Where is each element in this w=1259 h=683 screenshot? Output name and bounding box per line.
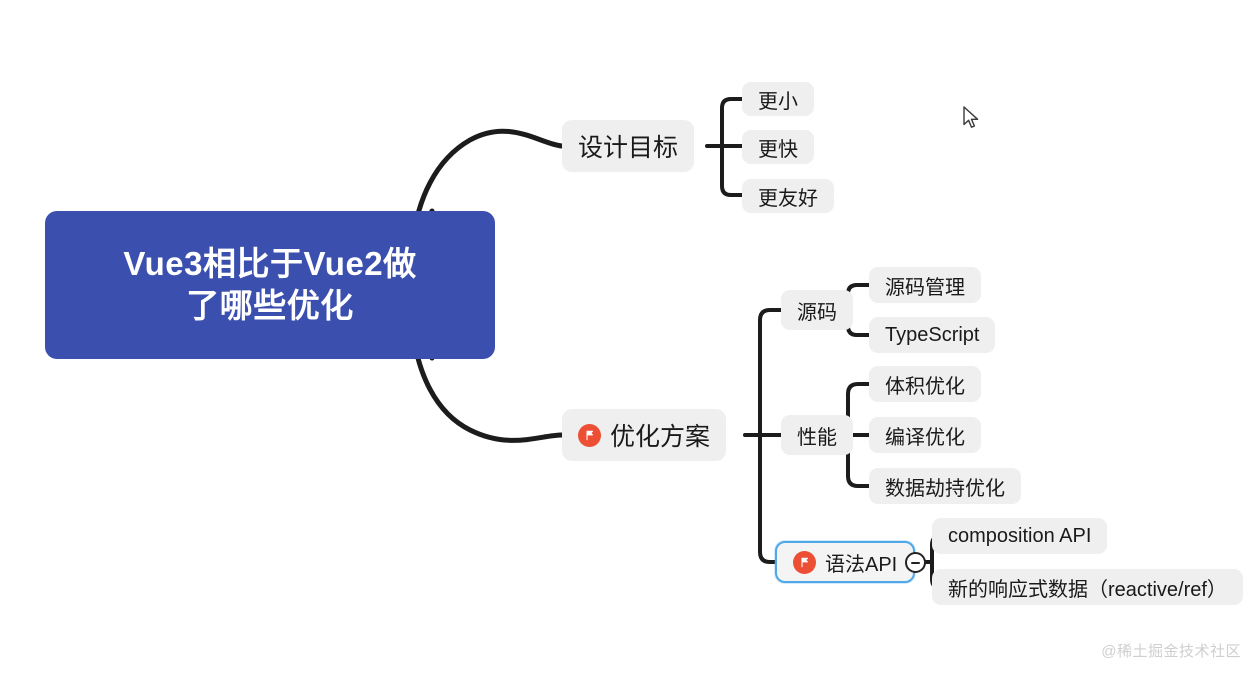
leaf-node-source-management-label: 源码管理 [885, 276, 965, 299]
leaf-node-compile-optimization-label: 编译优化 [885, 426, 965, 449]
flag-icon [793, 550, 816, 574]
watermark: @稀土掘金技术社区 [1101, 643, 1241, 660]
leaf-node-smaller[interactable]: 更小 [742, 82, 814, 116]
sub-node-syntax-api-label: 语法API [825, 553, 898, 576]
branch-node-design-goal-inner: 设计目标 [562, 128, 694, 164]
leaf-node-new-reactive-data-label: 新的响应式数据（reactive/ref） [948, 578, 1227, 601]
sub-node-source-code[interactable]: 源码 [781, 290, 853, 330]
branch-node-optimization-plan-inner: 优化方案 [562, 417, 726, 453]
flag-icon [578, 423, 601, 447]
branch-node-optimization-plan[interactable]: 优化方案 [562, 409, 727, 461]
leaf-node-new-reactive-data[interactable]: 新的响应式数据（reactive/ref） [932, 569, 1243, 605]
leaf-node-smaller-inner: 更小 [742, 85, 814, 114]
leaf-node-new-reactive-data-inner: 新的响应式数据（reactive/ref） [932, 573, 1243, 602]
branch-node-design-goal[interactable]: 设计目标 [562, 120, 695, 172]
leaf-node-data-hijack-optimization[interactable]: 数据劫持优化 [869, 468, 1021, 504]
sub-node-syntax-api[interactable]: 语法API [775, 541, 916, 583]
edge-plan-to-syntax-api [758, 433, 779, 564]
leaf-node-composition-api-inner: composition API [932, 525, 1107, 548]
leaf-node-faster[interactable]: 更快 [742, 130, 814, 164]
sub-node-source-code-inner: 源码 [781, 296, 853, 325]
sub-node-performance[interactable]: 性能 [781, 415, 853, 455]
edge-design-goal-to-friendlier [720, 144, 744, 197]
leaf-node-source-management-inner: 源码管理 [869, 271, 981, 300]
leaf-node-typescript[interactable]: TypeScript [869, 317, 996, 353]
leaf-node-faster-label: 更快 [758, 138, 798, 161]
leaf-node-compile-optimization[interactable]: 编译优化 [869, 417, 981, 453]
leaf-node-faster-inner: 更快 [742, 133, 814, 162]
sub-node-source-code-label: 源码 [797, 301, 837, 324]
leaf-node-friendlier-label: 更友好 [758, 187, 818, 210]
minus-icon [911, 561, 920, 564]
edge-plan-to-source-code [758, 308, 783, 437]
root-node-line-1: Vue3相比于Vue2做 [123, 244, 417, 282]
sub-node-performance-inner: 性能 [781, 421, 853, 450]
leaf-node-data-hijack-optimization-inner: 数据劫持优化 [869, 472, 1021, 501]
leaf-node-volume-optimization[interactable]: 体积优化 [869, 366, 981, 402]
leaf-node-smaller-label: 更小 [758, 90, 798, 113]
leaf-node-composition-api-label: composition API [948, 524, 1092, 547]
edge-design-goal-to-smaller [720, 97, 744, 148]
branch-node-design-goal-label: 设计目标 [578, 134, 679, 162]
leaf-node-compile-optimization-inner: 编译优化 [869, 421, 981, 450]
leaf-node-typescript-inner: TypeScript [869, 324, 995, 347]
root-node[interactable]: Vue3相比于Vue2做 了哪些优化 [45, 211, 495, 359]
leaf-node-source-management[interactable]: 源码管理 [869, 267, 981, 303]
collapse-toggle-syntax-api[interactable] [905, 552, 926, 573]
branch-node-optimization-plan-label: 优化方案 [610, 423, 711, 451]
sub-node-syntax-api-inner: 语法API [777, 548, 913, 577]
sub-node-performance-label: 性能 [797, 426, 837, 449]
leaf-node-composition-api[interactable]: composition API [932, 518, 1108, 554]
root-node-line-2: 了哪些优化 [186, 287, 354, 324]
leaf-node-data-hijack-optimization-label: 数据劫持优化 [885, 477, 1005, 500]
arrow-pointer-icon [963, 106, 979, 128]
leaf-node-typescript-label: TypeScript [885, 323, 980, 346]
leaf-node-friendlier[interactable]: 更友好 [742, 179, 834, 213]
leaf-node-volume-optimization-inner: 体积优化 [869, 370, 981, 399]
leaf-node-volume-optimization-label: 体积优化 [885, 375, 965, 398]
leaf-node-friendlier-inner: 更友好 [742, 182, 834, 211]
